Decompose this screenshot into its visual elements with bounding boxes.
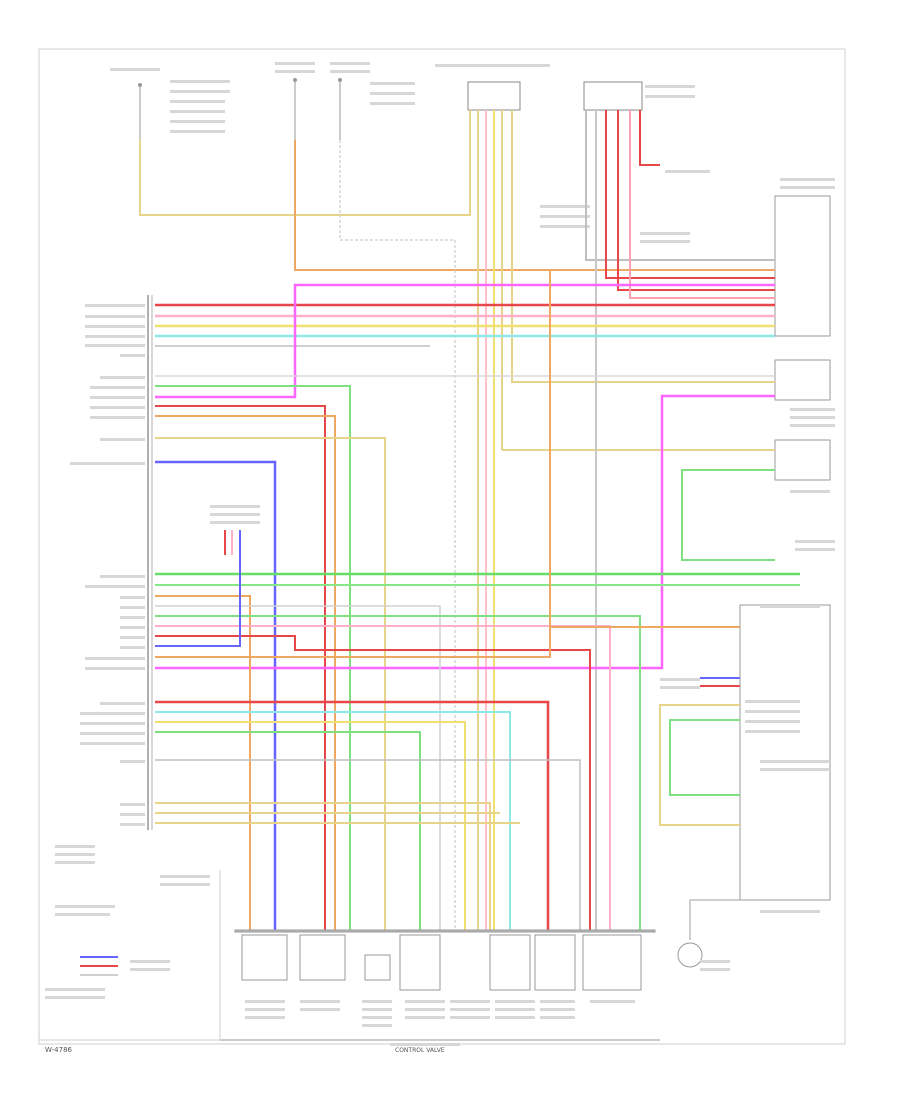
wire-r-gray xyxy=(689,899,740,940)
fuse-group-left xyxy=(110,68,230,140)
wire-v-red3 xyxy=(639,110,660,166)
wire-h-blue-3 xyxy=(155,460,277,930)
wire-v-pink2 xyxy=(629,110,775,299)
control-valve-label: CONTROL VALVE xyxy=(395,1047,445,1054)
wire-tan-top xyxy=(139,110,471,216)
wire-b-tan1 xyxy=(155,802,491,930)
diagram-frame xyxy=(38,48,846,1045)
wire-r-tan xyxy=(659,704,740,826)
wire-v-tan3 xyxy=(511,110,775,383)
wire-h-orange-2 xyxy=(155,415,336,930)
wire-h-tan-3 xyxy=(155,437,386,930)
fuse-group-mid xyxy=(275,62,415,140)
wire-orange-top xyxy=(294,140,775,271)
wire-lo-gray xyxy=(155,605,441,930)
wire-h-green-2 xyxy=(155,385,351,930)
ecu-pin-labels xyxy=(70,304,145,826)
bottom-labels xyxy=(245,1000,635,1046)
wire-lo-orange xyxy=(155,595,251,930)
wire-b-cyan xyxy=(155,711,511,930)
wire-lo-red xyxy=(155,635,591,930)
connector-top-center xyxy=(435,64,550,111)
wire-v-gray xyxy=(585,110,775,261)
wire-magenta-loop xyxy=(155,283,775,399)
right-components xyxy=(677,195,831,968)
wire-b-yellow xyxy=(155,721,466,930)
wire-b-gray xyxy=(155,759,581,930)
bottom-components xyxy=(234,929,656,991)
connector-top-right xyxy=(540,81,710,228)
wire-v-red2 xyxy=(617,110,775,291)
footer-code: W-4786 xyxy=(45,1046,73,1054)
wire-lo-pink xyxy=(155,625,611,930)
wire-b-red xyxy=(155,700,550,930)
wire-lo-green xyxy=(155,615,641,930)
ecu-connector xyxy=(147,295,153,830)
wire-gray-dotted xyxy=(339,140,456,930)
wire-b-green xyxy=(155,731,421,930)
wire-magenta-right xyxy=(155,394,775,670)
wire-h-red-2 xyxy=(155,405,326,930)
wire-green-right xyxy=(681,469,775,561)
center-left-connector xyxy=(210,505,260,555)
wire-r-green xyxy=(669,719,740,796)
right-labels xyxy=(640,178,835,971)
wire-v-red xyxy=(605,110,775,279)
wire-lo-orange2 xyxy=(155,270,551,658)
legend xyxy=(45,845,210,999)
wire-lo-blue xyxy=(155,540,241,647)
